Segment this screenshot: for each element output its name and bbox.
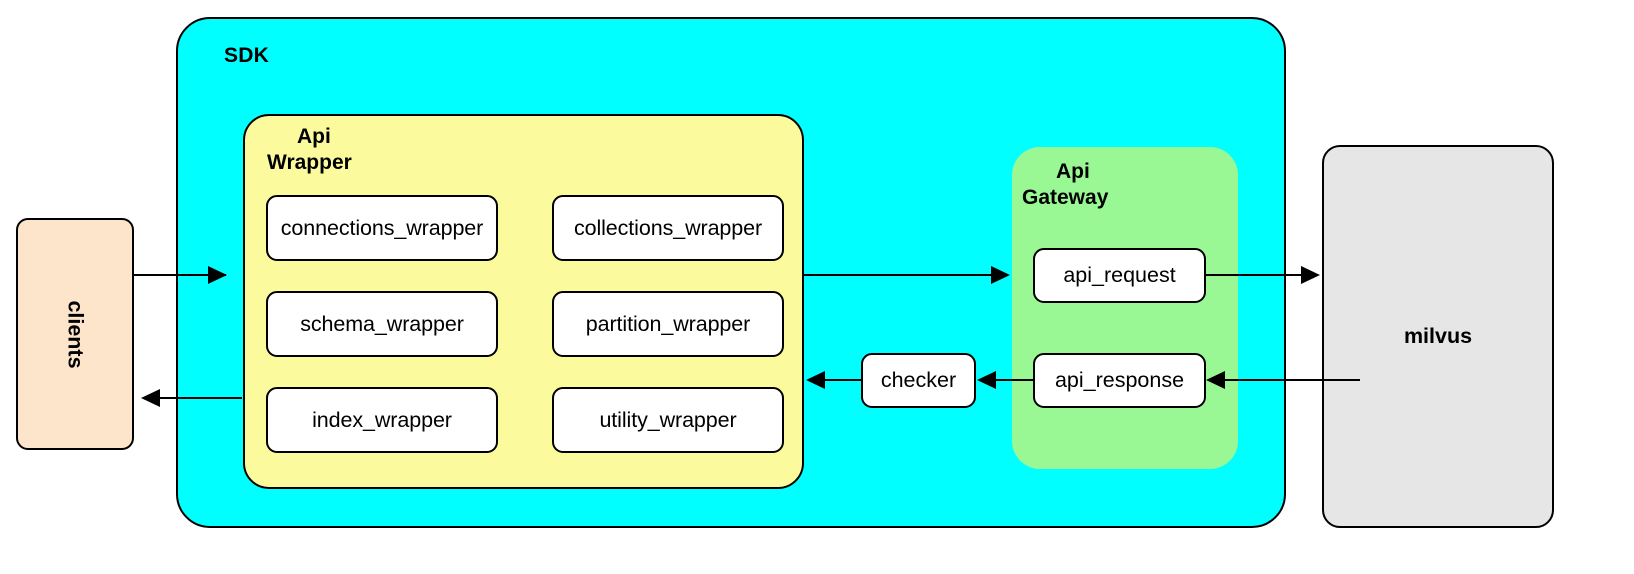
connector-api-response-to-checker [996, 379, 1034, 382]
clients-label: clients [63, 299, 88, 369]
connector-milvus-to-api-response [1224, 379, 1360, 382]
card-label: api_request [1063, 263, 1176, 287]
sdk-label: SDK [224, 44, 269, 67]
card-api-request[interactable]: api_request [1033, 248, 1206, 303]
card-api-response[interactable]: api_response [1033, 353, 1206, 408]
connector-api-wrapper-to-api-gateway [804, 274, 994, 277]
api-wrapper-label: Api Wrapper [267, 125, 352, 174]
arrowhead-milvus-to-api-response [1206, 371, 1225, 389]
api-gateway-container: Api Gateway [1012, 147, 1238, 469]
arrowhead-api-wrapper-to-api-gateway [991, 266, 1010, 284]
checker-box[interactable]: checker [861, 353, 976, 408]
card-collections-wrapper[interactable]: collections_wrapper [552, 195, 784, 261]
arrowhead-api-wrapper-to-clients [141, 389, 160, 407]
checker-label: checker [880, 368, 957, 392]
arrowhead-api-request-to-milvus [1301, 266, 1320, 284]
api-gateway-label: Api Gateway [1022, 160, 1109, 209]
connector-checker-to-api-wrapper [825, 379, 861, 382]
arrowhead-clients-to-api-wrapper [208, 266, 227, 284]
arrowhead-api-response-to-checker [977, 371, 996, 389]
connector-api-wrapper-to-clients [160, 397, 242, 400]
card-label: collections_wrapper [573, 215, 763, 240]
connector-clients-to-api-wrapper [134, 274, 226, 277]
card-label: utility_wrapper [599, 407, 737, 432]
card-connections-wrapper[interactable]: connections_wrapper [266, 195, 498, 261]
card-schema-wrapper[interactable]: schema_wrapper [266, 291, 498, 357]
card-label: schema_wrapper [300, 311, 464, 336]
card-utility-wrapper[interactable]: utility_wrapper [552, 387, 784, 453]
clients-box[interactable]: clients [16, 218, 134, 450]
connector-api-request-to-milvus [1206, 274, 1304, 277]
milvus-label: milvus [1403, 324, 1473, 348]
card-index-wrapper[interactable]: index_wrapper [266, 387, 498, 453]
card-label: partition_wrapper [585, 311, 751, 336]
milvus-box[interactable]: milvus [1322, 145, 1554, 528]
arrowhead-checker-to-api-wrapper [806, 371, 825, 389]
card-label: index_wrapper [312, 407, 452, 432]
card-label: api_response [1054, 368, 1185, 392]
card-label: connections_wrapper [280, 215, 484, 240]
card-partition-wrapper[interactable]: partition_wrapper [552, 291, 784, 357]
